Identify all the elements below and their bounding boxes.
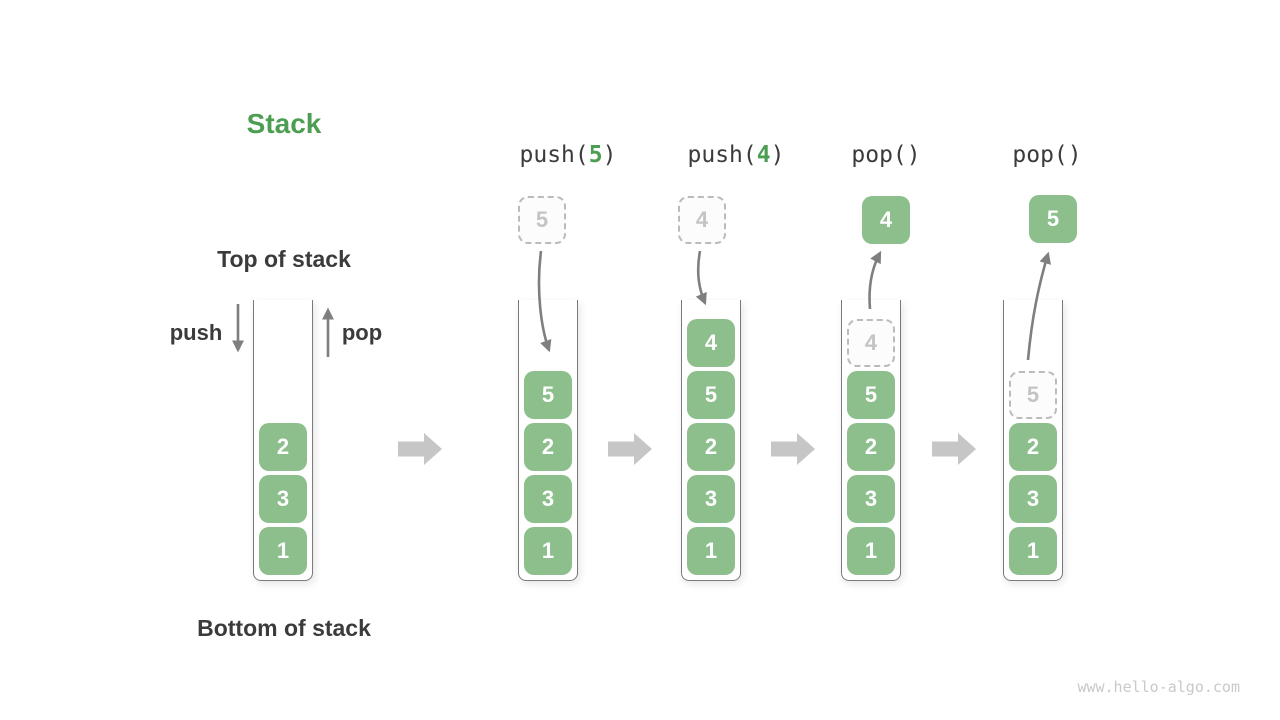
popped-placeholder: 5 — [1009, 371, 1057, 419]
transition-arrow-icon — [608, 433, 652, 465]
transition-arrow-icon — [398, 433, 442, 465]
push-label: push — [169, 320, 223, 345]
operation-label-push-5: push(5) — [520, 142, 617, 168]
stack-item: 1 — [687, 527, 735, 575]
stack-item: 3 — [1009, 475, 1057, 523]
stack-item: 2 — [259, 423, 307, 471]
pushed-value-box: 4 — [678, 196, 726, 244]
bottom-of-stack-label: Bottom of stack — [197, 615, 371, 641]
operation-label-pop-2: pop() — [1012, 142, 1081, 168]
diagram-title: Stack — [246, 108, 322, 139]
transition-arrow-icon — [771, 433, 815, 465]
popped-placeholder: 4 — [847, 319, 895, 367]
stack-item: 4 — [687, 319, 735, 367]
pushed-value-box: 5 — [518, 196, 566, 244]
op-prefix: push( — [687, 142, 757, 168]
stack-item: 1 — [259, 527, 307, 575]
operation-label-pop-1: pop() — [851, 142, 920, 168]
op-suffix: ) — [770, 142, 785, 168]
stack-item: 2 — [524, 423, 572, 471]
watermark: www.hello-algo.com — [1077, 678, 1240, 696]
stack-item: 3 — [259, 475, 307, 523]
stack-item: 2 — [687, 423, 735, 471]
top-of-stack-label: Top of stack — [217, 246, 351, 272]
popped-value-box: 5 — [1029, 195, 1077, 243]
stack-item: 5 — [847, 371, 895, 419]
operation-label-push-4: push(4) — [688, 142, 785, 168]
stack-item: 3 — [847, 475, 895, 523]
stack-item: 3 — [524, 475, 572, 523]
op-argument: 5 — [588, 142, 603, 168]
pop-label: pop — [341, 320, 383, 345]
stack-item: 2 — [1009, 423, 1057, 471]
op-prefix: pop() — [851, 142, 921, 168]
op-suffix: ) — [602, 142, 617, 168]
stack-item: 5 — [524, 371, 572, 419]
op-prefix: push( — [519, 142, 589, 168]
popped-value-box: 4 — [862, 196, 910, 244]
stack-item: 3 — [687, 475, 735, 523]
stack-item: 1 — [524, 527, 572, 575]
op-prefix: pop() — [1012, 142, 1082, 168]
op-argument: 4 — [756, 142, 771, 168]
stack-item: 1 — [1009, 527, 1057, 575]
stack-item: 2 — [847, 423, 895, 471]
stack-item: 5 — [687, 371, 735, 419]
stack-item: 1 — [847, 527, 895, 575]
transition-arrow-icon — [932, 433, 976, 465]
push-flow-arrow-icon — [695, 250, 707, 306]
